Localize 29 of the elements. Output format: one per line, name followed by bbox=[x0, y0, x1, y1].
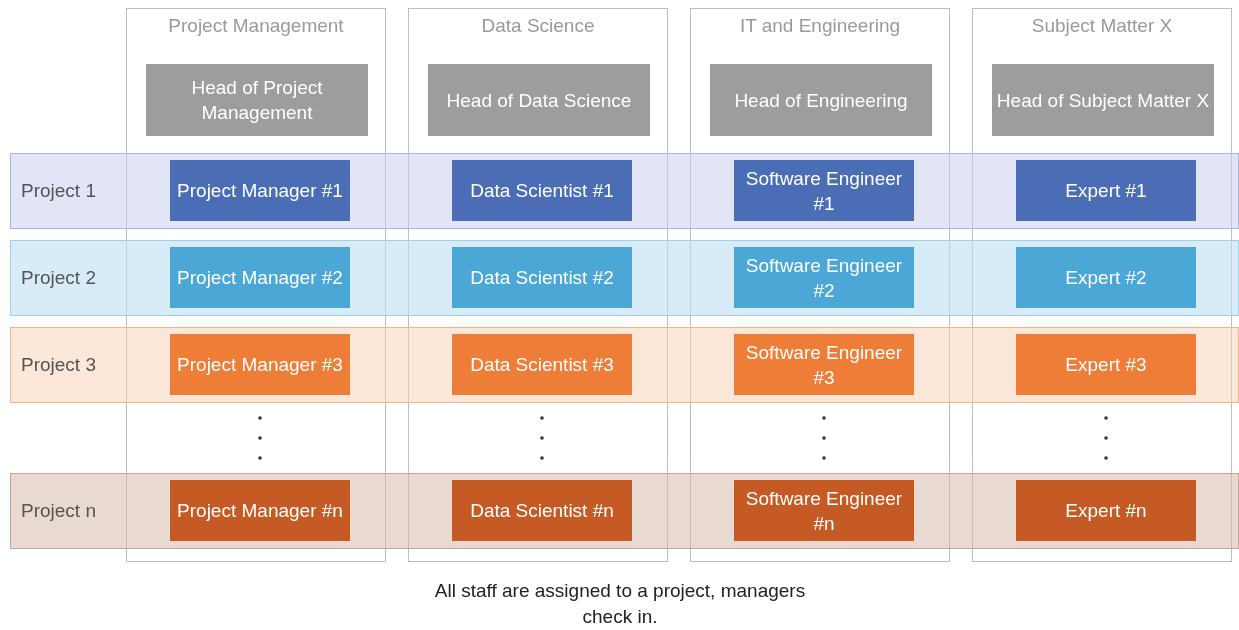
department-head-box: Head of Project Management bbox=[146, 64, 368, 136]
staff-box: Expert #1 bbox=[1016, 160, 1196, 221]
column-heading: Data Science bbox=[480, 15, 596, 37]
staff-box: Data Scientist #n bbox=[452, 480, 632, 541]
staff-box: Data Scientist #1 bbox=[452, 160, 632, 221]
staff-box: Project Manager #2 bbox=[170, 247, 350, 308]
staff-box: Software Engineer #n bbox=[734, 480, 914, 541]
staff-box: Software Engineer #3 bbox=[734, 334, 914, 395]
caption: All staff are assigned to a project, managers check in. bbox=[433, 579, 807, 629]
row-label: Project 1 bbox=[21, 180, 96, 202]
row-label: Project n bbox=[21, 500, 96, 522]
department-head-box: Head of Subject Matter X bbox=[992, 64, 1214, 136]
column-heading: Subject Matter X bbox=[1030, 15, 1174, 37]
staff-box: Project Manager #n bbox=[170, 480, 350, 541]
staff-box: Project Manager #1 bbox=[170, 160, 350, 221]
staff-box: Data Scientist #2 bbox=[452, 247, 632, 308]
staff-box: Software Engineer #2 bbox=[734, 247, 914, 308]
row-label: Project 2 bbox=[21, 267, 96, 289]
column-heading: Project Management bbox=[167, 15, 345, 37]
staff-box: Data Scientist #3 bbox=[452, 334, 632, 395]
staff-box: Expert #n bbox=[1016, 480, 1196, 541]
department-head-box: Head of Data Science bbox=[428, 64, 650, 136]
staff-box: Expert #3 bbox=[1016, 334, 1196, 395]
staff-box: Project Manager #3 bbox=[170, 334, 350, 395]
staff-box: Expert #2 bbox=[1016, 247, 1196, 308]
department-head-box: Head of Engineering bbox=[710, 64, 932, 136]
staff-box: Software Engineer #1 bbox=[734, 160, 914, 221]
column-heading: IT and Engineering bbox=[738, 15, 902, 37]
row-label: Project 3 bbox=[21, 354, 96, 376]
